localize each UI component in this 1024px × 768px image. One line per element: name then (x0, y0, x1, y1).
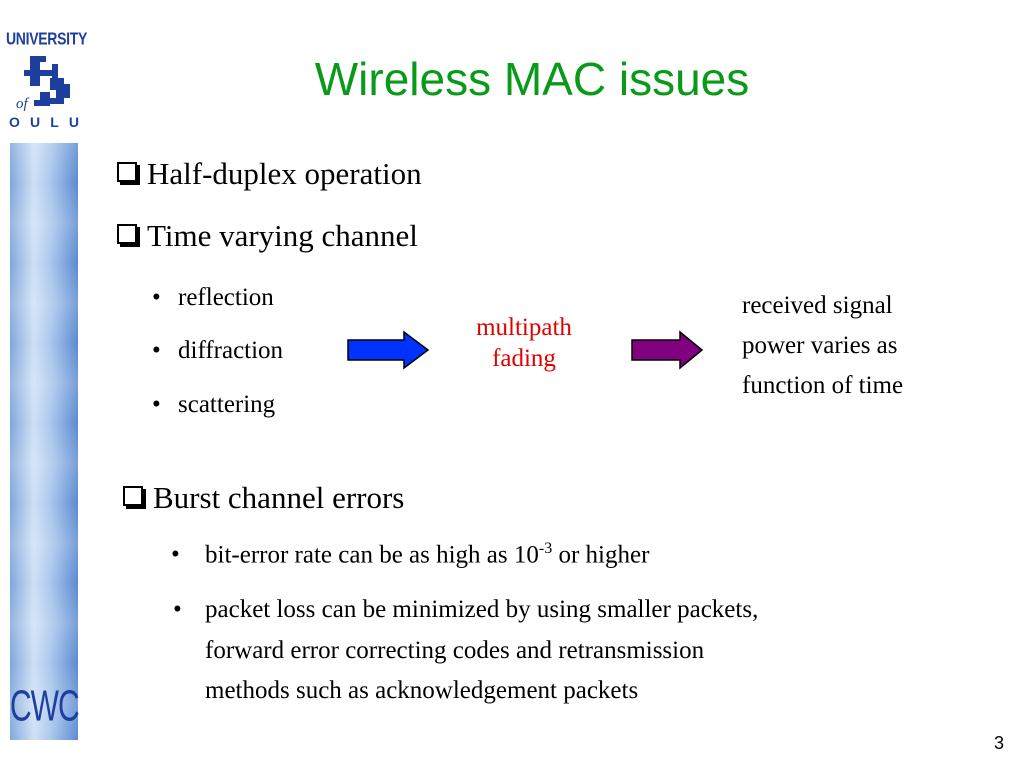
university-logo: UNIVERSITY of O U L U (6, 28, 88, 134)
cause-item: •diffraction (152, 337, 284, 364)
square-bullet-icon (123, 486, 143, 506)
received-signal-text: received signal power varies as function… (742, 292, 904, 399)
logo-of-text: of (16, 96, 28, 112)
ber-item: •bit-error rate can be as high as 10-3 o… (171, 540, 650, 569)
page-number: 3 (993, 733, 1004, 753)
bullet-time-varying: Time varying channel (117, 218, 418, 254)
square-bullet-icon (117, 224, 137, 244)
logo-puzzle-icon (24, 56, 70, 106)
cause-item: •scattering (152, 391, 276, 418)
cause-item: •reflection (152, 284, 274, 311)
cwc-label: CWC (10, 682, 80, 731)
multipath-fading-label: multipath fading (476, 314, 572, 372)
side-decoration-bar: CWC (10, 143, 80, 740)
bullet-burst-errors: Burst channel errors (123, 480, 404, 516)
square-bullet-icon (117, 162, 137, 182)
bullet-half-duplex: Half-duplex operation (117, 156, 422, 192)
logo-oulu-text: O U L U (9, 114, 79, 130)
slide-title: Wireless MAC issues (314, 53, 750, 105)
right-arrow-icon (347, 330, 430, 370)
packet-loss-item: • packet loss can be minimized by using … (173, 596, 759, 704)
right-arrow-icon (631, 330, 704, 370)
logo-university-text: UNIVERSITY (6, 28, 88, 48)
